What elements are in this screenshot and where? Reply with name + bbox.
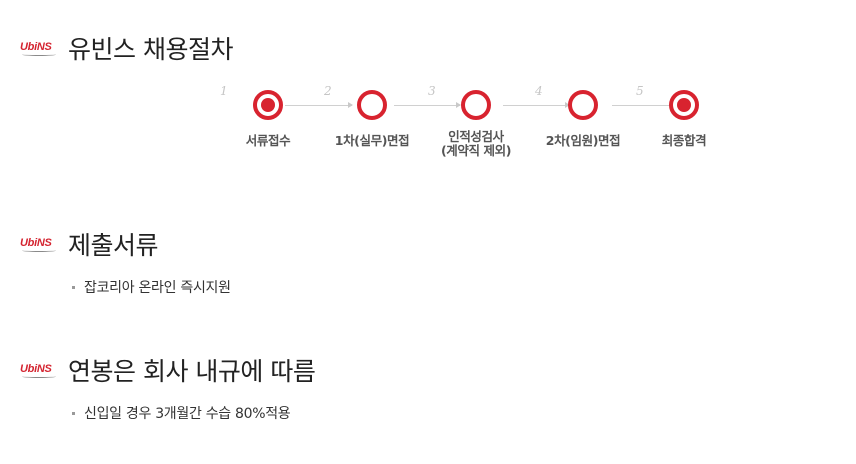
- list-item: 잡코리아 온라인 즉시지원: [72, 277, 231, 297]
- ubins-logo: UbiNS: [20, 236, 60, 252]
- step-marker-icon: [461, 90, 491, 120]
- step-marker-filled-icon: [669, 90, 699, 120]
- process-step-4: 4 2차(임원)면접: [528, 80, 638, 148]
- section-title-documents: 제출서류: [68, 231, 159, 260]
- process-steps: 1 서류접수 2 1차(실무)면접 3 인적성검사 (계약직 제외) 4 2차(…: [220, 80, 722, 170]
- step-marker-icon: [568, 90, 598, 120]
- process-step-1: 1 서류접수: [213, 80, 323, 148]
- list-item-text: 신입일 경우 3개월간 수습 80%적용: [84, 406, 291, 422]
- bullet-icon: [72, 411, 75, 415]
- step-connector: [503, 102, 570, 108]
- step-number: 3: [428, 84, 436, 98]
- step-marker-filled-icon: [253, 90, 283, 120]
- step-label: 1차(실무)면접: [334, 133, 410, 148]
- step-label: 인적성검사 (계약직 제외): [421, 130, 531, 158]
- process-step-3: 3 인적성검사 (계약직 제외): [421, 80, 531, 158]
- step-label-line-1: 인적성검사: [448, 129, 504, 144]
- step-label: 서류접수: [245, 133, 291, 148]
- process-step-2: 2 1차(실무)면접: [317, 80, 427, 148]
- list-item-text: 잡코리아 온라인 즉시지원: [84, 280, 231, 296]
- step-number: 1: [220, 84, 228, 98]
- step-number: 4: [535, 84, 543, 98]
- process-step-5: 5 최종합격: [629, 80, 739, 148]
- step-marker-icon: [357, 90, 387, 120]
- bullet-icon: [72, 285, 75, 289]
- step-number: 2: [324, 84, 332, 98]
- step-connector: [285, 102, 353, 108]
- section-header-salary: UbiNS 연봉은 회사 내규에 따름: [20, 352, 316, 388]
- section-title-salary: 연봉은 회사 내규에 따름: [68, 357, 316, 386]
- list-item: 신입일 경우 3개월간 수습 80%적용: [72, 403, 291, 423]
- section-header-process: UbiNS 유빈스 채용절차: [20, 30, 233, 66]
- section-header-documents: UbiNS 제출서류: [20, 226, 159, 262]
- step-number: 5: [636, 84, 644, 98]
- section-title-process: 유빈스 채용절차: [68, 35, 233, 64]
- step-connector: [394, 102, 461, 108]
- ubins-logo: UbiNS: [20, 40, 60, 56]
- step-label: 최종합격: [661, 133, 707, 148]
- step-label-line-2: (계약직 제외): [440, 143, 512, 158]
- ubins-logo: UbiNS: [20, 362, 60, 378]
- step-label: 2차(임원)면접: [545, 133, 621, 148]
